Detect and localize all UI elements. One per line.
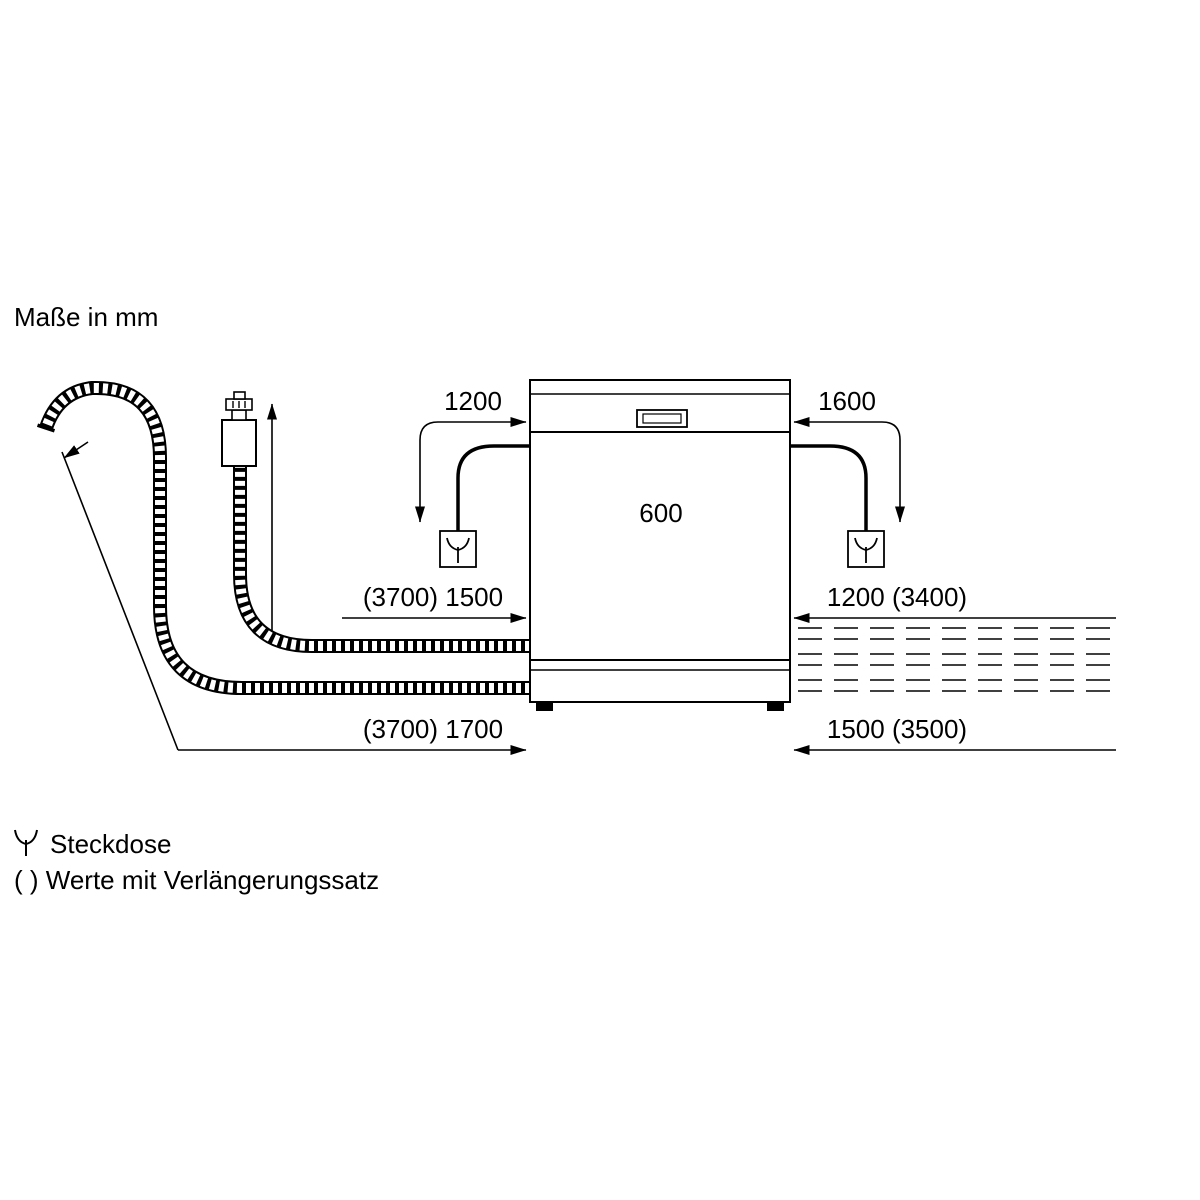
- extended-hoses-dashed: [798, 627, 1118, 692]
- legend-socket-icon: [14, 829, 38, 856]
- dim-arrow-right-cord: [793, 417, 905, 523]
- dishwasher: [529, 379, 791, 711]
- legend-socket-label: Steckdose: [50, 829, 171, 859]
- dim-right-drain: 1500 (3500): [827, 714, 967, 744]
- water-tap-icon: [221, 391, 257, 467]
- legend-extension-label: ( ) Werte mit Verlängerungssatz: [14, 865, 379, 895]
- legend: Steckdose ( ) Werte mit Verlängerungssat…: [14, 829, 379, 895]
- drain-hose: [39, 381, 530, 695]
- dim-left-drain: (3700) 1700: [363, 714, 503, 744]
- drain-flow-arrow: [63, 441, 89, 459]
- power-socket-icon-left: [439, 530, 477, 568]
- reference-line-drain: [61, 451, 179, 751]
- power-cable-left: [456, 444, 530, 531]
- dim-right-supply: 1200 (3400): [827, 582, 967, 612]
- power-socket-icon-right: [847, 530, 885, 568]
- dim-arrow-left-cord: [415, 417, 527, 523]
- drain-hose-outlet-icon: [36, 423, 56, 433]
- dim-left-supply: (3700) 1500: [363, 582, 503, 612]
- dim-right-cord: 1600: [818, 386, 876, 416]
- dishwasher-foot-left: [536, 702, 553, 711]
- dishwasher-foot-right: [767, 702, 784, 711]
- dim-width: 600: [639, 498, 682, 528]
- dim-left-cord: 1200: [444, 386, 502, 416]
- supply-hose: [233, 467, 530, 653]
- page-title: Maße in mm: [14, 302, 158, 332]
- power-cable-right: [790, 444, 868, 531]
